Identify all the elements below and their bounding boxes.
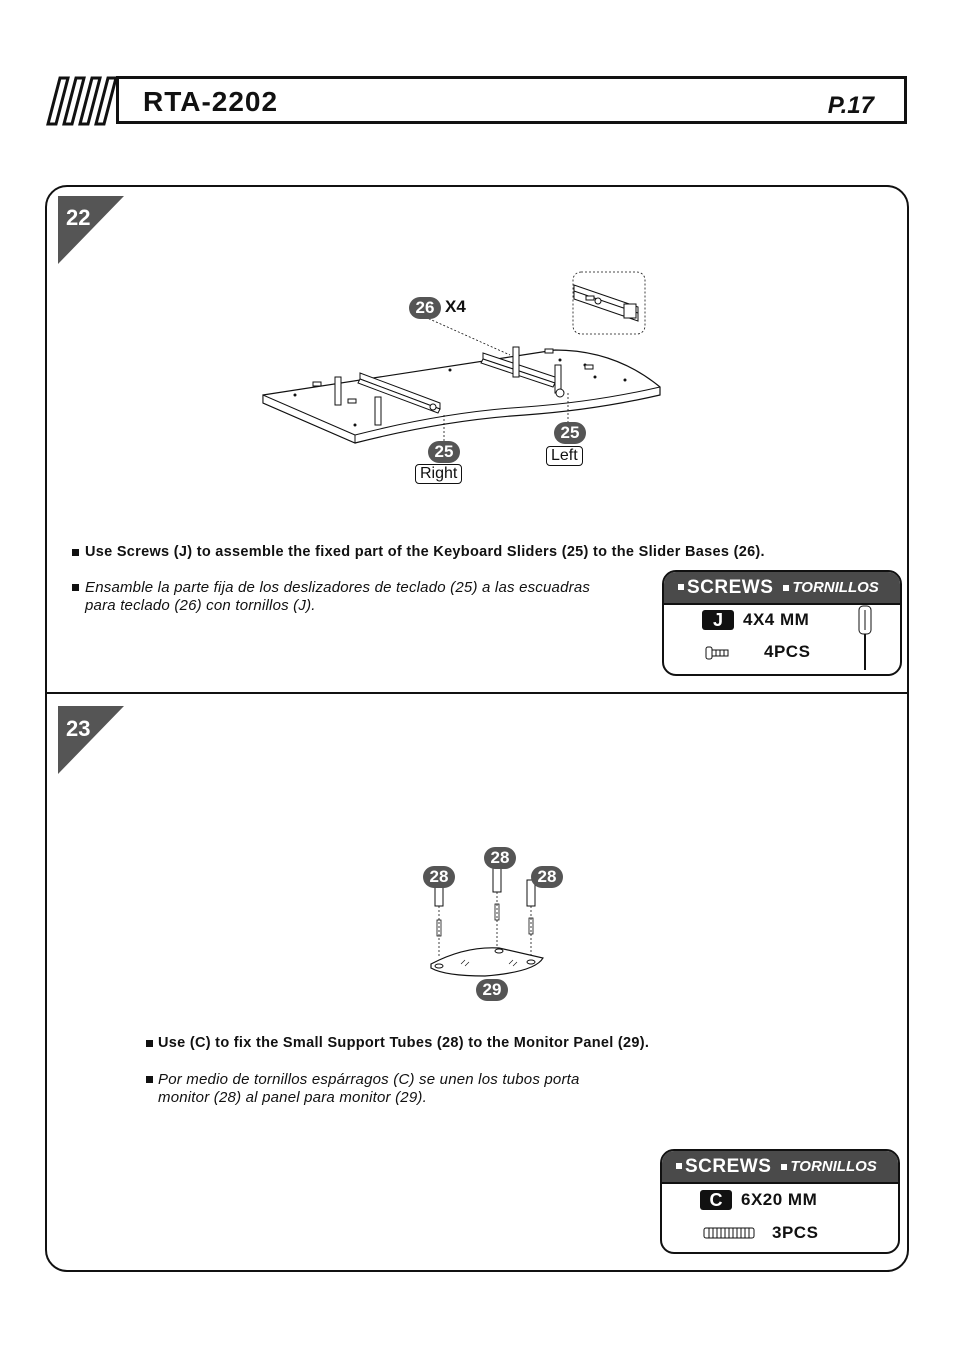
step-22-illustration [262, 316, 661, 444]
step-22-detail-inset [572, 271, 646, 335]
callout-tube-middle: 28 [484, 847, 516, 869]
step-22-number: 22 [66, 205, 91, 230]
step-23-number: 23 [66, 716, 91, 741]
bullet-en-22 [72, 549, 79, 556]
screw-qty-j: 4PCS [764, 642, 811, 661]
callout-tube-right: 28 [531, 866, 563, 888]
step-22-marker [58, 196, 124, 264]
step-23-instruction-en: Use (C) to fix the Small Support Tubes (… [158, 1035, 650, 1051]
step-22-instruction-es-line1: Ensamble la parte fija de los deslizador… [85, 579, 591, 596]
screw-qty-c: 3PCS [772, 1223, 819, 1242]
callout-slider-left: 25 [554, 422, 586, 444]
screwdriver-icon [858, 605, 872, 670]
screws-subtitle: TORNILLOS [790, 1158, 877, 1175]
screw-size-c: 6X20 MM [741, 1190, 818, 1209]
screw-letter-badge-c: C [700, 1190, 732, 1210]
screws-title: SCREWS [685, 1155, 772, 1177]
label-right: Right [415, 464, 463, 484]
screw-size-j: 4X4 MM [743, 610, 810, 629]
page-number: P.17 [827, 92, 874, 119]
bullet-es-23 [146, 1076, 153, 1083]
step-22-instruction-es-line2: para teclado (26) con tornillos (J). [85, 597, 316, 614]
bullet-en-23 [146, 1040, 153, 1047]
screw-letter-badge-j: J [702, 610, 734, 630]
callout-tube-left: 28 [423, 866, 455, 888]
step-23-illustration [430, 865, 544, 977]
label-left: Left [546, 446, 583, 466]
callout-slider-bases: 26 [409, 297, 441, 319]
screw-j-icon [705, 646, 729, 660]
model-number: RTA-2202 [143, 86, 279, 117]
step-23-marker [58, 706, 124, 774]
step-23-instruction-es-line1: Por medio de tornillos espárragos (C) se… [158, 1071, 580, 1088]
step-22-instruction-en: Use Screws (J) to assemble the fixed par… [85, 544, 765, 560]
step-23-instruction-es-line2: monitor (28) al panel para monitor (29). [158, 1089, 427, 1106]
callout-monitor-panel: 29 [476, 979, 508, 1001]
steps-frame [45, 185, 909, 1272]
bullet-es-22 [72, 584, 79, 591]
screw-c-icon [703, 1227, 755, 1239]
screws-box-c: SCREWS TORNILLOS [660, 1149, 900, 1254]
header-bar [116, 76, 907, 124]
callout-slider-right: 25 [428, 441, 460, 463]
screws-box-header: SCREWS TORNILLOS [664, 572, 900, 605]
screws-subtitle: TORNILLOS [792, 579, 879, 596]
screws-box-j: SCREWS TORNILLOS [662, 570, 902, 676]
screws-title: SCREWS [687, 576, 774, 598]
screws-box-header: SCREWS TORNILLOS [662, 1151, 898, 1184]
header-stripes [46, 76, 118, 126]
callout-slider-bases-qty: X4 [445, 297, 466, 316]
step-divider [45, 692, 909, 694]
